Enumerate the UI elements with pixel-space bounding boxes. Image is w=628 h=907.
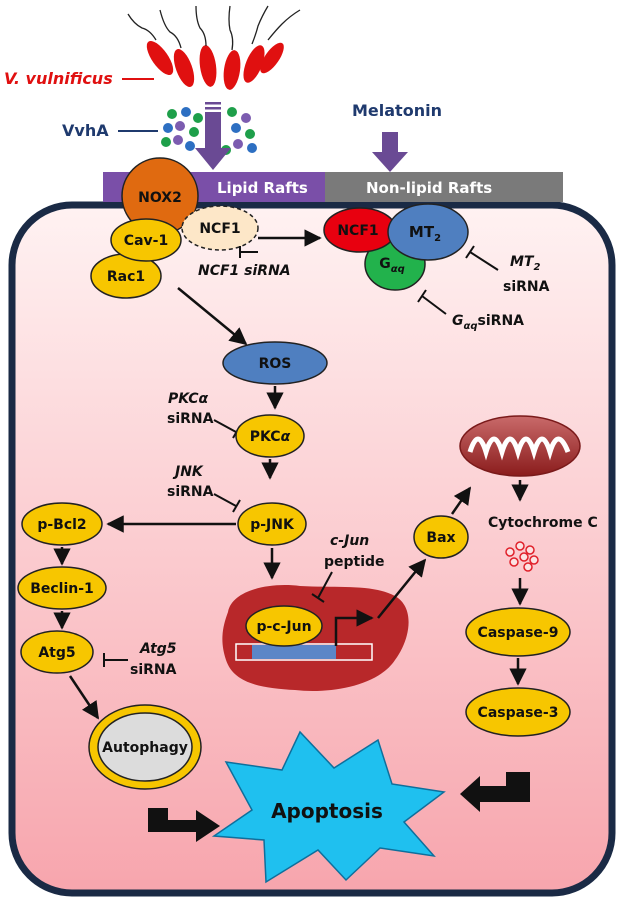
pkca-sirna-line2: siRNA	[167, 411, 214, 427]
gaq-sub: αq	[391, 264, 405, 275]
ncf1-nonraft-label: NCF1	[337, 223, 378, 239]
gaq-sirna-base: G	[452, 313, 464, 329]
mt2-sirna-base: MT	[510, 254, 535, 270]
gaq-sirna-label: GαqsiRNA	[452, 313, 524, 332]
apoptosis-burst	[211, 730, 446, 884]
pkca-label: PKCα	[250, 429, 291, 445]
atg5-sirna-line2: siRNA	[130, 662, 177, 678]
jnk-sirna-line1: JNK	[172, 464, 204, 480]
stimulus-label: Melatonin	[352, 101, 442, 120]
bax-to-mitochondria-arrow	[450, 486, 472, 515]
pbcl2-label: p-Bcl2	[37, 517, 86, 533]
ros-label: ROS	[259, 356, 292, 372]
melatonin-arrow-icon	[372, 132, 408, 172]
bax-label: Bax	[426, 530, 455, 546]
apoptosis-label: Apoptosis	[271, 799, 383, 823]
cjun-peptide-inhibit-line	[311, 571, 333, 603]
cjun-peptide-line1: c-Jun	[330, 533, 369, 549]
jnk-sirna-line2: siRNA	[167, 484, 214, 500]
mt2-sirna-sub: 2	[533, 262, 540, 273]
toxin-label: VvhA	[62, 121, 109, 140]
caspase3-node	[465, 687, 571, 737]
pcjun-label: p-c-Jun	[256, 619, 311, 635]
cav1-label: Cav-1	[124, 233, 168, 249]
ncf1-sirna-label: NCF1 siRNA	[198, 263, 291, 279]
bax-node	[413, 515, 469, 559]
autophagy-label: Autophagy	[102, 740, 188, 756]
rac1-label: Rac1	[107, 269, 145, 285]
non-lipid-rafts-label: Non-lipid Rafts	[366, 179, 492, 197]
nox2-label: NOX2	[138, 190, 182, 206]
ncf1-raft-label: NCF1	[199, 221, 240, 237]
jnk-sirna-inhibit-line	[213, 493, 241, 513]
cjun-transcription-arrow	[334, 609, 374, 646]
mt2-sirna-line2: siRNA	[503, 279, 550, 295]
beclin1-label: Beclin-1	[30, 581, 94, 597]
pjnk-node	[237, 502, 307, 546]
vvha-toxin-particles-icon	[161, 107, 257, 155]
pathogen-label: V. vulnificus	[4, 69, 113, 88]
pkca-node	[235, 414, 305, 458]
toxin-entry-arrow-icon	[195, 102, 231, 170]
mt2-sirna-line1: MT2	[510, 254, 540, 273]
gaq-sirna-suffix: siRNA	[478, 313, 525, 329]
caspase3-to-apoptosis-arrow-icon	[460, 772, 530, 812]
atg5-label: Atg5	[38, 645, 75, 661]
pkca-base: PKC	[250, 429, 281, 445]
lipid-rafts-label: Lipid Rafts	[217, 179, 308, 197]
mt2-label: MT2	[409, 223, 441, 244]
mt2-sub: 2	[434, 233, 441, 244]
gaq-sirna-sub: αq	[464, 321, 478, 332]
autophagy-to-apoptosis-arrow-icon	[148, 808, 220, 842]
mt2-sirna-inhibit-line	[465, 245, 499, 271]
ncf1-sirna-inhibit-line	[239, 246, 258, 258]
dna-promoter-box	[235, 643, 373, 661]
cav1-node	[110, 218, 182, 262]
pbcl2-node	[21, 502, 103, 546]
pcjun-node	[245, 605, 323, 647]
cytochrome-c-particles-icon	[505, 541, 539, 572]
caspase3-label: Caspase-3	[478, 705, 559, 721]
gaq-sirna-inhibit-line	[417, 289, 447, 315]
gaq-base: G	[379, 256, 391, 272]
pkca-greek: α	[281, 429, 291, 445]
ncf1-raft-node	[181, 205, 259, 251]
atg5-node	[20, 630, 94, 674]
atg5-sirna-line1: Atg5	[139, 641, 177, 657]
pjnk-label: p-JNK	[250, 517, 295, 533]
caspase9-label: Caspase-9	[478, 625, 559, 641]
non-lipid-rafts-band	[325, 172, 563, 202]
nox-to-ros-arrow	[177, 287, 248, 346]
cjun-peptide-line2: peptide	[324, 554, 385, 570]
cytochrome-c-label: Cytochrome C	[488, 515, 598, 531]
pcjun-to-bax-arrow	[377, 558, 427, 619]
gaq-label: Gαq	[379, 256, 405, 275]
pkca-sirna-line1: PKCα	[168, 391, 209, 407]
mt2-node	[387, 203, 469, 261]
bacteria-flagella-icon	[127, 5, 301, 51]
pkca-sirna-base: PKC	[168, 391, 199, 407]
bacteria-cluster-icon	[146, 40, 284, 90]
mitochondria-icon	[459, 415, 581, 477]
beclin1-node	[17, 566, 107, 610]
atg5-sirna-inhibit-line	[103, 653, 128, 667]
dna-gene-box	[252, 645, 336, 659]
mt2-base: MT	[409, 223, 435, 241]
atg5-to-autophagy-arrow	[68, 675, 100, 720]
ros-node	[222, 341, 328, 385]
pkca-sirna-greek: α	[199, 391, 209, 407]
autophagy-node	[97, 712, 193, 782]
caspase9-node	[465, 607, 571, 657]
